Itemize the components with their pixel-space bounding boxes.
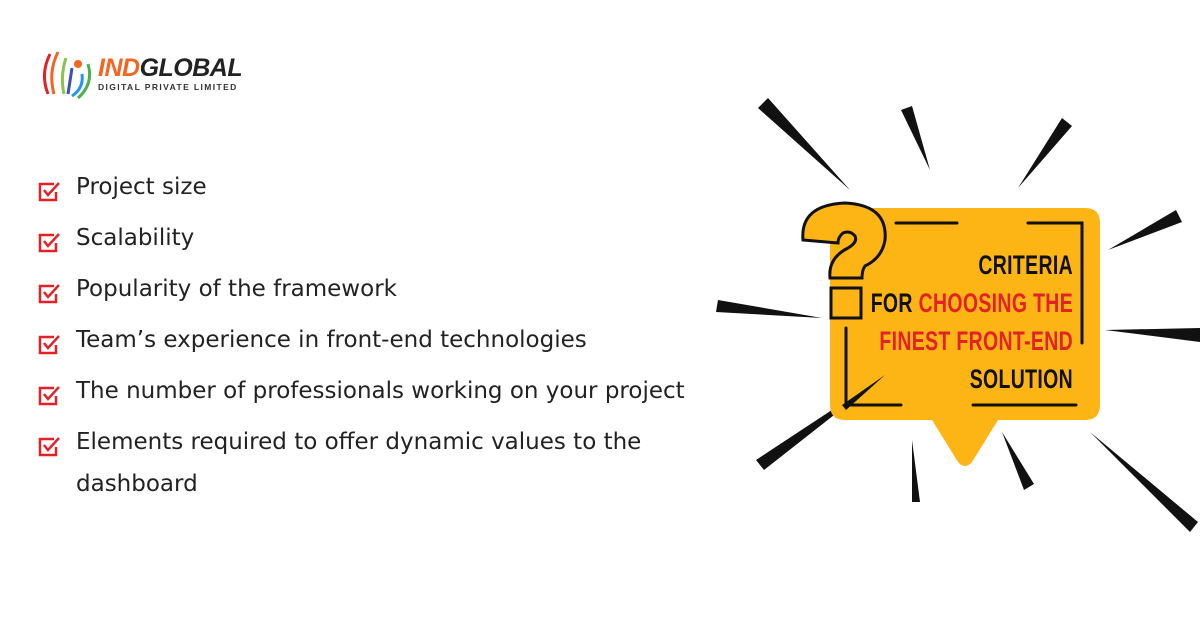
bubble-heading: CRITERIA FOR CHOOSING THE FINEST FRONT-E… [871, 246, 1073, 398]
logo-name-ind: IND [98, 54, 140, 82]
criteria-text: Popularity of the framework [76, 276, 397, 302]
criteria-item: The number of professionals working on y… [38, 370, 726, 421]
bubble-line1: CRITERIA [978, 250, 1073, 280]
criteria-item: Popularity of the framework [38, 268, 726, 319]
criteria-text: Elements required to offer dynamic value… [76, 429, 642, 497]
checkbox-checked-icon [38, 370, 76, 421]
criteria-text: Project size [76, 174, 207, 200]
globe-logo-icon [43, 51, 92, 100]
company-logo: INDGLOBAL DIGITAL PRIVATE LIMITED [38, 48, 243, 100]
checkbox-checked-icon [38, 421, 76, 472]
criteria-item: Project size [38, 166, 726, 217]
criteria-text: Team’s experience in front-end technolog… [76, 327, 587, 353]
checkbox-checked-icon [38, 166, 76, 217]
criteria-item: Elements required to offer dynamic value… [38, 421, 726, 505]
bubble-line4: SOLUTION [969, 364, 1073, 394]
checkbox-checked-icon [38, 319, 76, 370]
criteria-text: Scalability [76, 225, 195, 251]
bubble-line2-black: FOR [870, 288, 913, 318]
question-mark-icon [801, 201, 887, 320]
checkbox-checked-icon [38, 217, 76, 268]
criteria-item: Team’s experience in front-end technolog… [38, 319, 726, 370]
checkbox-checked-icon [38, 268, 76, 319]
logo-name-global: GLOBAL [139, 54, 243, 82]
logo-subtitle: DIGITAL PRIVATE LIMITED [98, 82, 238, 92]
criteria-text: The number of professionals working on y… [76, 378, 685, 404]
criteria-item: Scalability [38, 217, 726, 268]
bubble-line3: FINEST FRONT-END [879, 326, 1073, 356]
bubble-line2-red: CHOOSING THE [918, 288, 1073, 318]
